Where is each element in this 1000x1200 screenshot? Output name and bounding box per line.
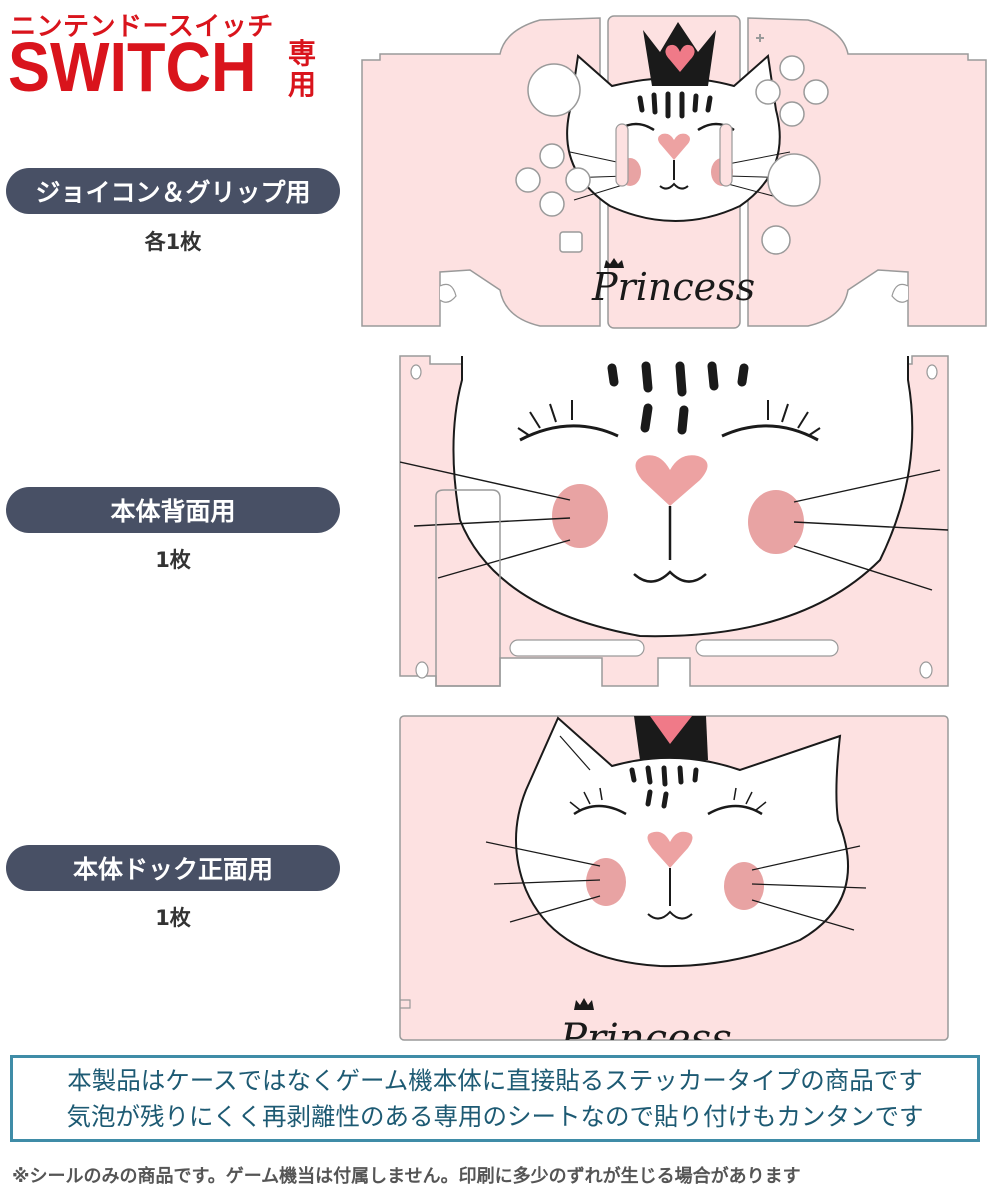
product-notice-box: 本製品はケースではなくゲーム機本体に直接貼るステッカータイプの商品です 気泡が残… [10, 1055, 980, 1142]
header-senyo-label: 専用 [288, 37, 317, 101]
dock-front-sticker: Princess [399, 715, 949, 1062]
notice-line-2: 気泡が残りにくく再剥離性のある専用のシートなので貼り付けもカンタンです [66, 1101, 924, 1131]
princess-script-top: Princess [591, 265, 755, 309]
notice-line-1: 本製品はケースではなくゲーム機本体に直接貼るステッカータイプの商品です [67, 1065, 923, 1095]
joycon-grip-sticker: Princess [361, 15, 987, 329]
princess-script-dock: Princess [559, 1016, 732, 1062]
section-count-dock-front: 1枚 [155, 906, 191, 930]
section-count-back: 1枚 [155, 548, 191, 572]
section-label-joycon-grip: ジョイコン＆グリップ用 [6, 168, 340, 214]
section-label-dock-front: 本体ドック正面用 [6, 845, 340, 891]
plus-icon [756, 34, 764, 42]
header-switch-label: SWITCH [8, 28, 257, 106]
section-count-joycon-grip: 各1枚 [144, 230, 202, 254]
back-sticker [399, 355, 949, 687]
footnote-disclaimer: ※シールのみの商品です。ゲーム機当は付属しません。印刷に多少のずれが生じる場合が… [12, 1166, 801, 1187]
header-kana-title: ニンテンドースイッチ [10, 12, 274, 42]
section-label-back: 本体背面用 [6, 487, 340, 533]
